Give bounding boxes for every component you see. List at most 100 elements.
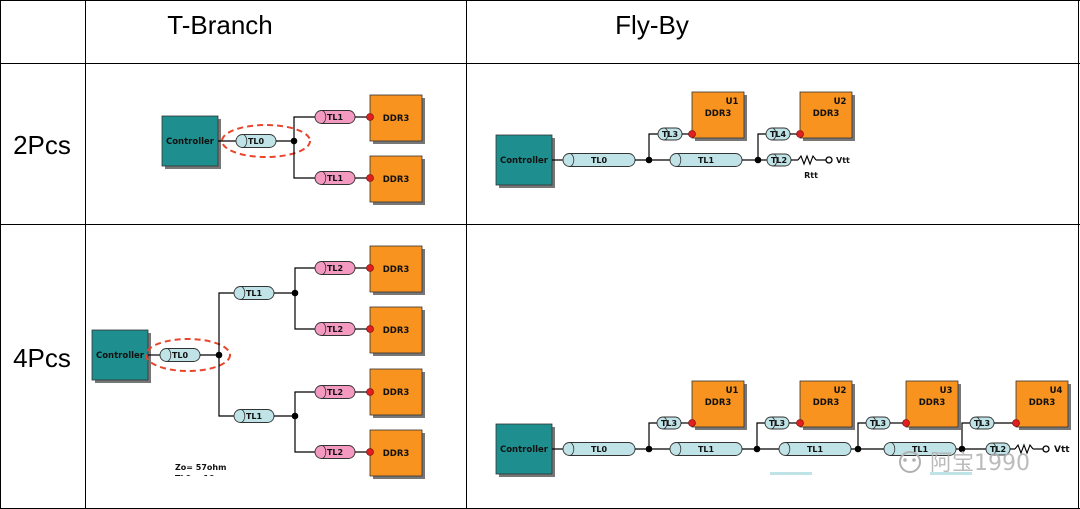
- ddr3-box: [369, 429, 423, 477]
- pad-dot: [366, 448, 374, 456]
- rtt-label: Rtt: [804, 171, 818, 180]
- rtt-resistor: [797, 154, 817, 166]
- transmission-line-label: TL2: [327, 325, 343, 334]
- transmission-line-label: TL2: [327, 448, 343, 457]
- transmission-line-label: TL1: [246, 412, 263, 421]
- transmission-line-end: [975, 416, 981, 430]
- vtt-terminal: [1042, 445, 1050, 453]
- ddr3-box: [369, 368, 423, 416]
- controller-box: [91, 329, 149, 381]
- transmission-line-end: [321, 171, 327, 185]
- transmission-line-label: TL2: [990, 445, 1006, 454]
- wire: [757, 133, 766, 160]
- transmission-line-label: TL1: [698, 156, 715, 165]
- controller-label: Controller: [500, 156, 549, 166]
- table-border-header: [0, 63, 1080, 64]
- transmission-line-end: [321, 385, 327, 399]
- transmission-line-label: TL0: [248, 137, 265, 146]
- transmission-line-end: [242, 134, 248, 148]
- pad-dot: [688, 419, 696, 427]
- watermark-icon-eye: [903, 458, 907, 462]
- row-label-4pcs: 4Pcs: [13, 343, 71, 373]
- decor-bar: [930, 472, 972, 475]
- wire: [294, 416, 315, 453]
- ddr3-box: [799, 91, 853, 139]
- wire: [293, 116, 315, 141]
- transmission-line-label: TL0: [172, 351, 189, 360]
- controller-box: [495, 134, 553, 186]
- ddr3-label: DDR3: [1029, 398, 1056, 408]
- pad-dot: [366, 325, 374, 333]
- controller-box: [161, 115, 219, 167]
- transmission-line-end: [240, 409, 246, 423]
- transmission-line-end: [321, 261, 327, 275]
- transmission-line-label: TL1: [327, 174, 344, 183]
- decor-bar: [770, 472, 812, 475]
- wire: [857, 422, 866, 449]
- ddr3-box: [905, 380, 959, 428]
- transmission-line-end: [890, 442, 896, 456]
- header-tbranch: T-Branch: [167, 10, 273, 40]
- impedance-note: Zo= 57ohm: [175, 463, 226, 472]
- transmission-line-label: TL3: [769, 419, 785, 428]
- transmission-line-label: TL1: [327, 113, 344, 122]
- transmission-line-label: TL3: [974, 419, 990, 428]
- watermark-icon: [899, 451, 921, 473]
- table-border-left: [0, 0, 1, 509]
- controller-label: Controller: [500, 445, 549, 455]
- pad-dot: [366, 264, 374, 272]
- chip-id-label: U1: [726, 97, 739, 107]
- ddr3-label: DDR3: [383, 388, 410, 398]
- chip-id-label: U4: [1050, 386, 1063, 396]
- length-note: TL0 = 10mm: [175, 474, 231, 483]
- vtt-label: Vtt: [1054, 445, 1070, 455]
- pad-dot: [366, 388, 374, 396]
- header-flyby: Fly-By: [615, 10, 689, 40]
- transmission-line-end: [676, 442, 682, 456]
- transmission-line-end: [771, 127, 777, 141]
- ddr3-label: DDR3: [705, 109, 732, 119]
- table-border-right: [1078, 0, 1079, 509]
- transmission-line-end: [663, 127, 669, 141]
- wire: [294, 267, 315, 293]
- ddr3-box: [799, 380, 853, 428]
- ddr3-label: DDR3: [705, 398, 732, 408]
- transmission-line-end: [676, 153, 682, 167]
- table-border-middle: [0, 224, 1080, 225]
- pad-dot: [796, 419, 804, 427]
- controller-label: Controller: [96, 351, 145, 361]
- chip-id-label: U2: [834, 97, 847, 107]
- wire: [294, 293, 315, 330]
- chip-id-label: U3: [940, 386, 953, 396]
- wire: [218, 292, 234, 355]
- transmission-line-label: TL3: [870, 419, 886, 428]
- pad-dot: [1012, 419, 1020, 427]
- ddr3-label: DDR3: [383, 175, 410, 185]
- transmission-line-end: [871, 416, 877, 430]
- transmission-line-label: TL2: [327, 388, 343, 397]
- wire: [648, 133, 658, 160]
- transmission-line-end: [785, 442, 791, 456]
- pad-dot: [366, 113, 374, 121]
- table-border-col1: [85, 0, 86, 509]
- transmission-line-end: [321, 322, 327, 336]
- wire: [961, 422, 970, 449]
- transmission-line-label: TL3: [662, 130, 678, 139]
- chip-id-label: U1: [726, 386, 739, 396]
- transmission-line-end: [321, 110, 327, 124]
- ddr3-box: [1015, 380, 1069, 428]
- ddr3-box: [369, 94, 423, 142]
- transmission-line-end: [240, 286, 246, 300]
- ddr3-label: DDR3: [383, 326, 410, 336]
- wire: [294, 391, 315, 416]
- watermark-text: 阿宝1990: [930, 451, 1030, 476]
- transmission-line-end: [166, 348, 172, 362]
- vtt-terminal: [825, 156, 833, 164]
- wire: [756, 422, 765, 449]
- row-label-2pcs: 2Pcs: [13, 130, 71, 160]
- ddr3-box: [691, 91, 745, 139]
- transmission-line-end: [569, 153, 575, 167]
- transmission-line-label: TL0: [591, 156, 608, 165]
- transmission-line-label: TL1: [246, 289, 263, 298]
